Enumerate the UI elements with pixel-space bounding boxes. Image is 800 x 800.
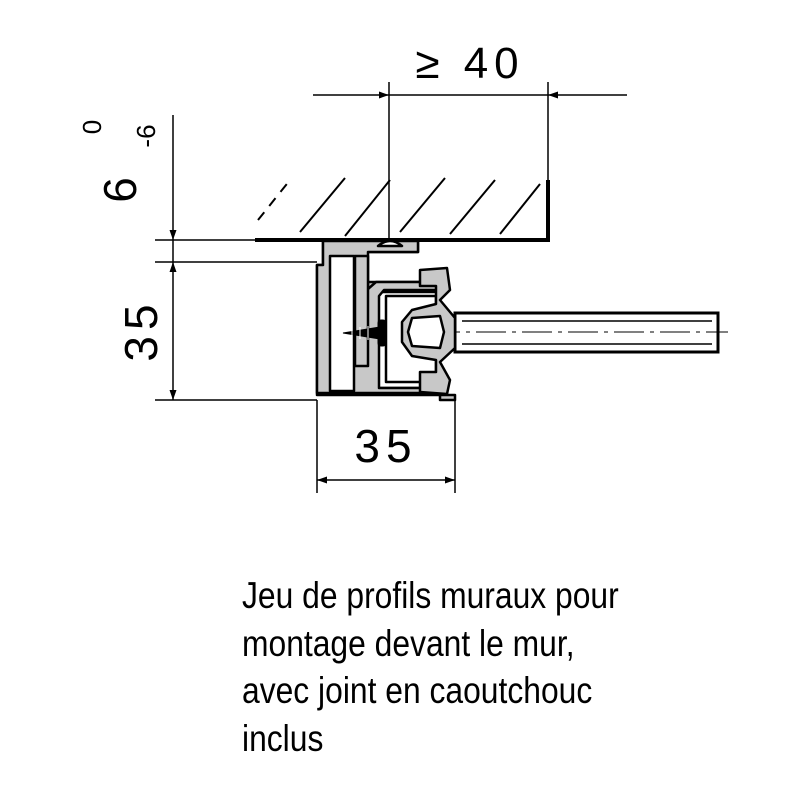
profile-height-label: 35	[115, 298, 167, 361]
caption-line: avec joint en caoutchouc	[242, 670, 593, 711]
dimension-width	[316, 400, 456, 493]
wall-section	[255, 177, 550, 242]
caption-line: montage devant le mur,	[242, 622, 575, 664]
wall-profile	[315, 239, 457, 402]
gap-upper-tolerance: 0	[77, 120, 107, 134]
screw-icon	[342, 319, 387, 347]
dimension-overhang	[313, 82, 627, 238]
overhang-label: ≥ 40	[415, 39, 524, 88]
dimension-vertical	[155, 115, 317, 401]
caption-line: Jeu de profils muraux pour	[242, 575, 619, 616]
caption-line: inclus	[242, 717, 324, 759]
gap-lower-tolerance: -6	[131, 124, 161, 147]
rod	[430, 311, 728, 354]
gap-nominal-label: 6	[94, 177, 146, 203]
caption: Jeu de profils muraux pour montage devan…	[242, 572, 619, 762]
profile-width-label: 35	[354, 420, 417, 472]
